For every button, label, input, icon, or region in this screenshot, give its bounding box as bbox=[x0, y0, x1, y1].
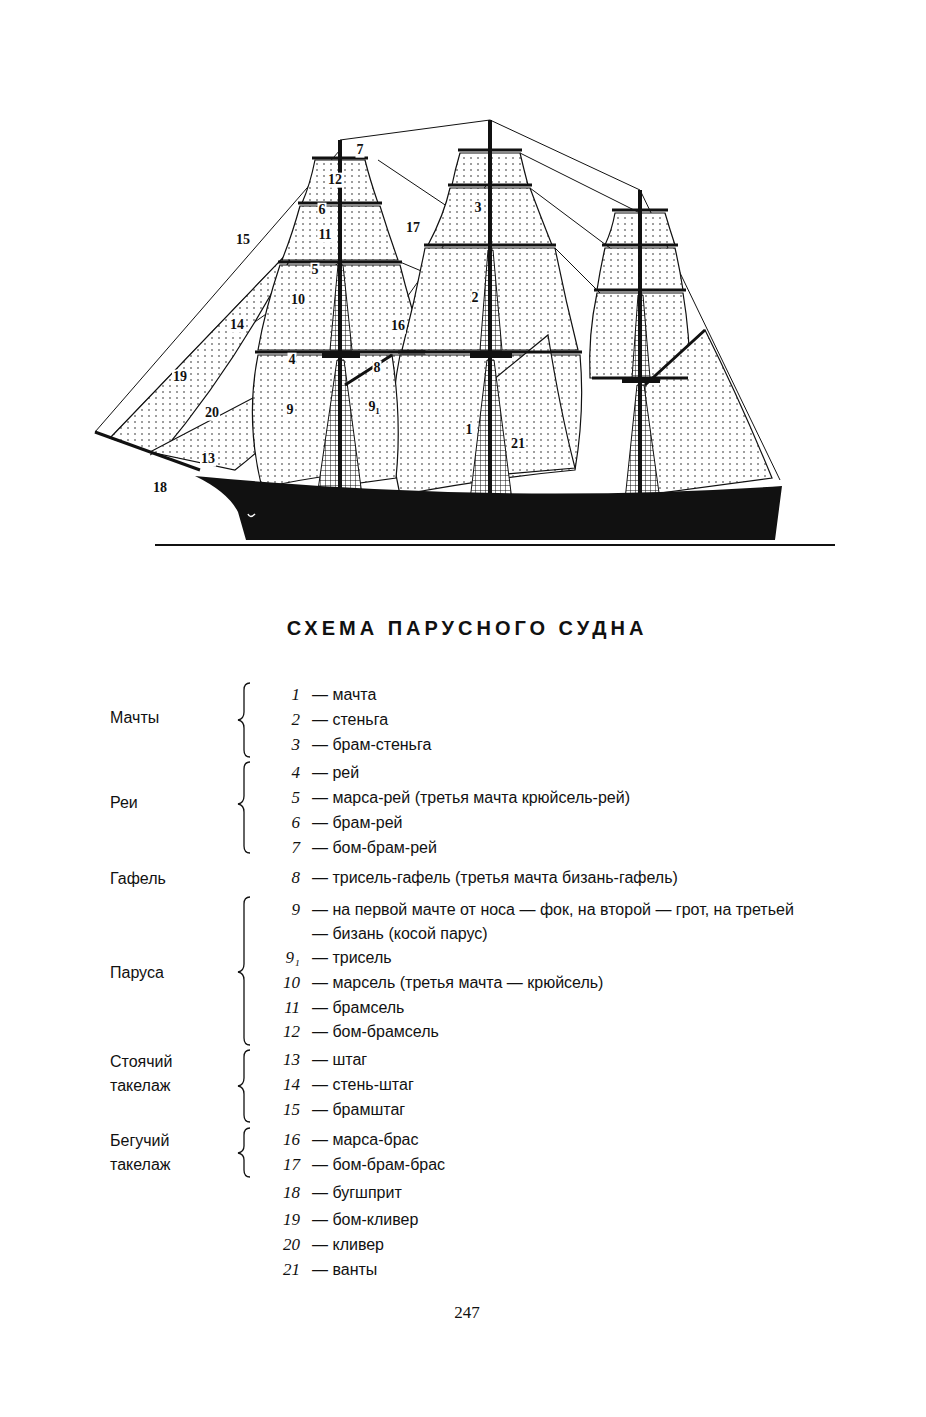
item-text: — бом-брамсель bbox=[312, 1022, 439, 1041]
callout-number: 1 bbox=[465, 423, 474, 438]
item-text: — брамсель bbox=[312, 998, 404, 1017]
item-text: — марса-рей (третья мачта крюйсель-рей) bbox=[312, 788, 630, 807]
title: СХЕМА ПАРУСНОГО СУДНА bbox=[287, 616, 648, 640]
item-number: 13 bbox=[283, 1050, 300, 1070]
item-text: — брам-стеньга bbox=[312, 735, 431, 754]
item-number: 9₁ bbox=[286, 948, 300, 968]
item-text: — стеньга bbox=[312, 710, 388, 729]
item-text: — трисель-гафель (третья мачта бизань-га… bbox=[312, 868, 678, 887]
item-text: — бугшприт bbox=[312, 1183, 402, 1202]
item-text: — ванты bbox=[312, 1260, 377, 1279]
group-name: Стоячий такелаж bbox=[110, 1050, 205, 1098]
callout-number: 14 bbox=[229, 318, 245, 333]
group-name: Гафель bbox=[110, 867, 205, 891]
callout-number: 13 bbox=[200, 452, 216, 467]
item-number: 12 bbox=[283, 1022, 300, 1042]
item-text: — трисель bbox=[312, 948, 392, 967]
callout-number: 12 bbox=[327, 173, 343, 188]
item-text: — бом-брам-брас bbox=[312, 1155, 445, 1174]
masts-and-yards bbox=[95, 120, 705, 502]
callout-number: 2 bbox=[471, 291, 480, 306]
item-number: 3 bbox=[292, 735, 301, 755]
item-number: 7 bbox=[292, 838, 301, 858]
callout-number: 7 bbox=[356, 143, 365, 158]
callout-number: 6 bbox=[318, 203, 327, 218]
group-name: Реи bbox=[110, 791, 205, 815]
item-text: — бом-кливер bbox=[312, 1210, 418, 1229]
item-number: 1 bbox=[292, 685, 301, 705]
callout-number: 15 bbox=[235, 233, 251, 248]
item-text: — рей bbox=[312, 763, 359, 782]
item-text: — кливер bbox=[312, 1235, 384, 1254]
page-number: 247 bbox=[454, 1303, 480, 1323]
callout-number: 10 bbox=[290, 293, 306, 308]
item-number: 8 bbox=[292, 868, 301, 888]
sails bbox=[110, 153, 772, 495]
callout-number: 17 bbox=[405, 221, 421, 236]
callout-number: 11 bbox=[317, 228, 332, 243]
callout-number: 9₁ bbox=[367, 400, 380, 415]
item-number: 19 bbox=[283, 1210, 300, 1230]
callout-number: 9 bbox=[286, 403, 295, 418]
item-text: — марсель (третья мачта — крюйсель) bbox=[312, 973, 603, 992]
item-text: — брамштаг bbox=[312, 1100, 405, 1119]
item-number: 15 bbox=[283, 1100, 300, 1120]
item-number: 14 bbox=[283, 1075, 300, 1095]
callout-number: 4 bbox=[288, 353, 297, 368]
item-text: — брам-рей bbox=[312, 813, 402, 832]
item-number: 5 bbox=[292, 788, 301, 808]
callout-number: 18 bbox=[152, 481, 168, 496]
item-number: 21 bbox=[283, 1260, 300, 1280]
legend-brackets bbox=[238, 683, 250, 1177]
callout-number: 20 bbox=[204, 406, 220, 421]
item-number: 18 bbox=[283, 1183, 300, 1203]
item-number: 6 bbox=[292, 813, 301, 833]
group-name: Бегучий такелаж bbox=[110, 1129, 205, 1177]
item-number: 2 bbox=[292, 710, 301, 730]
item-number: 10 bbox=[283, 973, 300, 993]
callout-number: 19 bbox=[172, 370, 188, 385]
item-text: — мачта bbox=[312, 685, 376, 704]
callout-number: 8 bbox=[373, 361, 382, 376]
item-text: — стень-штаг bbox=[312, 1075, 414, 1094]
item-number: 11 bbox=[284, 998, 300, 1018]
callout-number: 16 bbox=[390, 319, 406, 334]
item-text: — на первой мачте от носа — фок, на втор… bbox=[312, 898, 812, 946]
item-number: 4 bbox=[292, 763, 301, 783]
item-number: 9 bbox=[292, 900, 301, 920]
group-name: Паруса bbox=[110, 961, 205, 985]
group-name: Мачты bbox=[110, 706, 205, 730]
item-number: 20 bbox=[283, 1235, 300, 1255]
callout-number: 5 bbox=[311, 263, 320, 278]
item-text: — бом-брам-рей bbox=[312, 838, 437, 857]
item-number: 17 bbox=[283, 1155, 300, 1175]
callout-number: 21 bbox=[510, 437, 526, 452]
item-text: — марса-брас bbox=[312, 1130, 418, 1149]
callout-number: 3 bbox=[474, 201, 483, 216]
item-text: — штаг bbox=[312, 1050, 367, 1069]
hull bbox=[155, 476, 835, 545]
item-number: 16 bbox=[283, 1130, 300, 1150]
